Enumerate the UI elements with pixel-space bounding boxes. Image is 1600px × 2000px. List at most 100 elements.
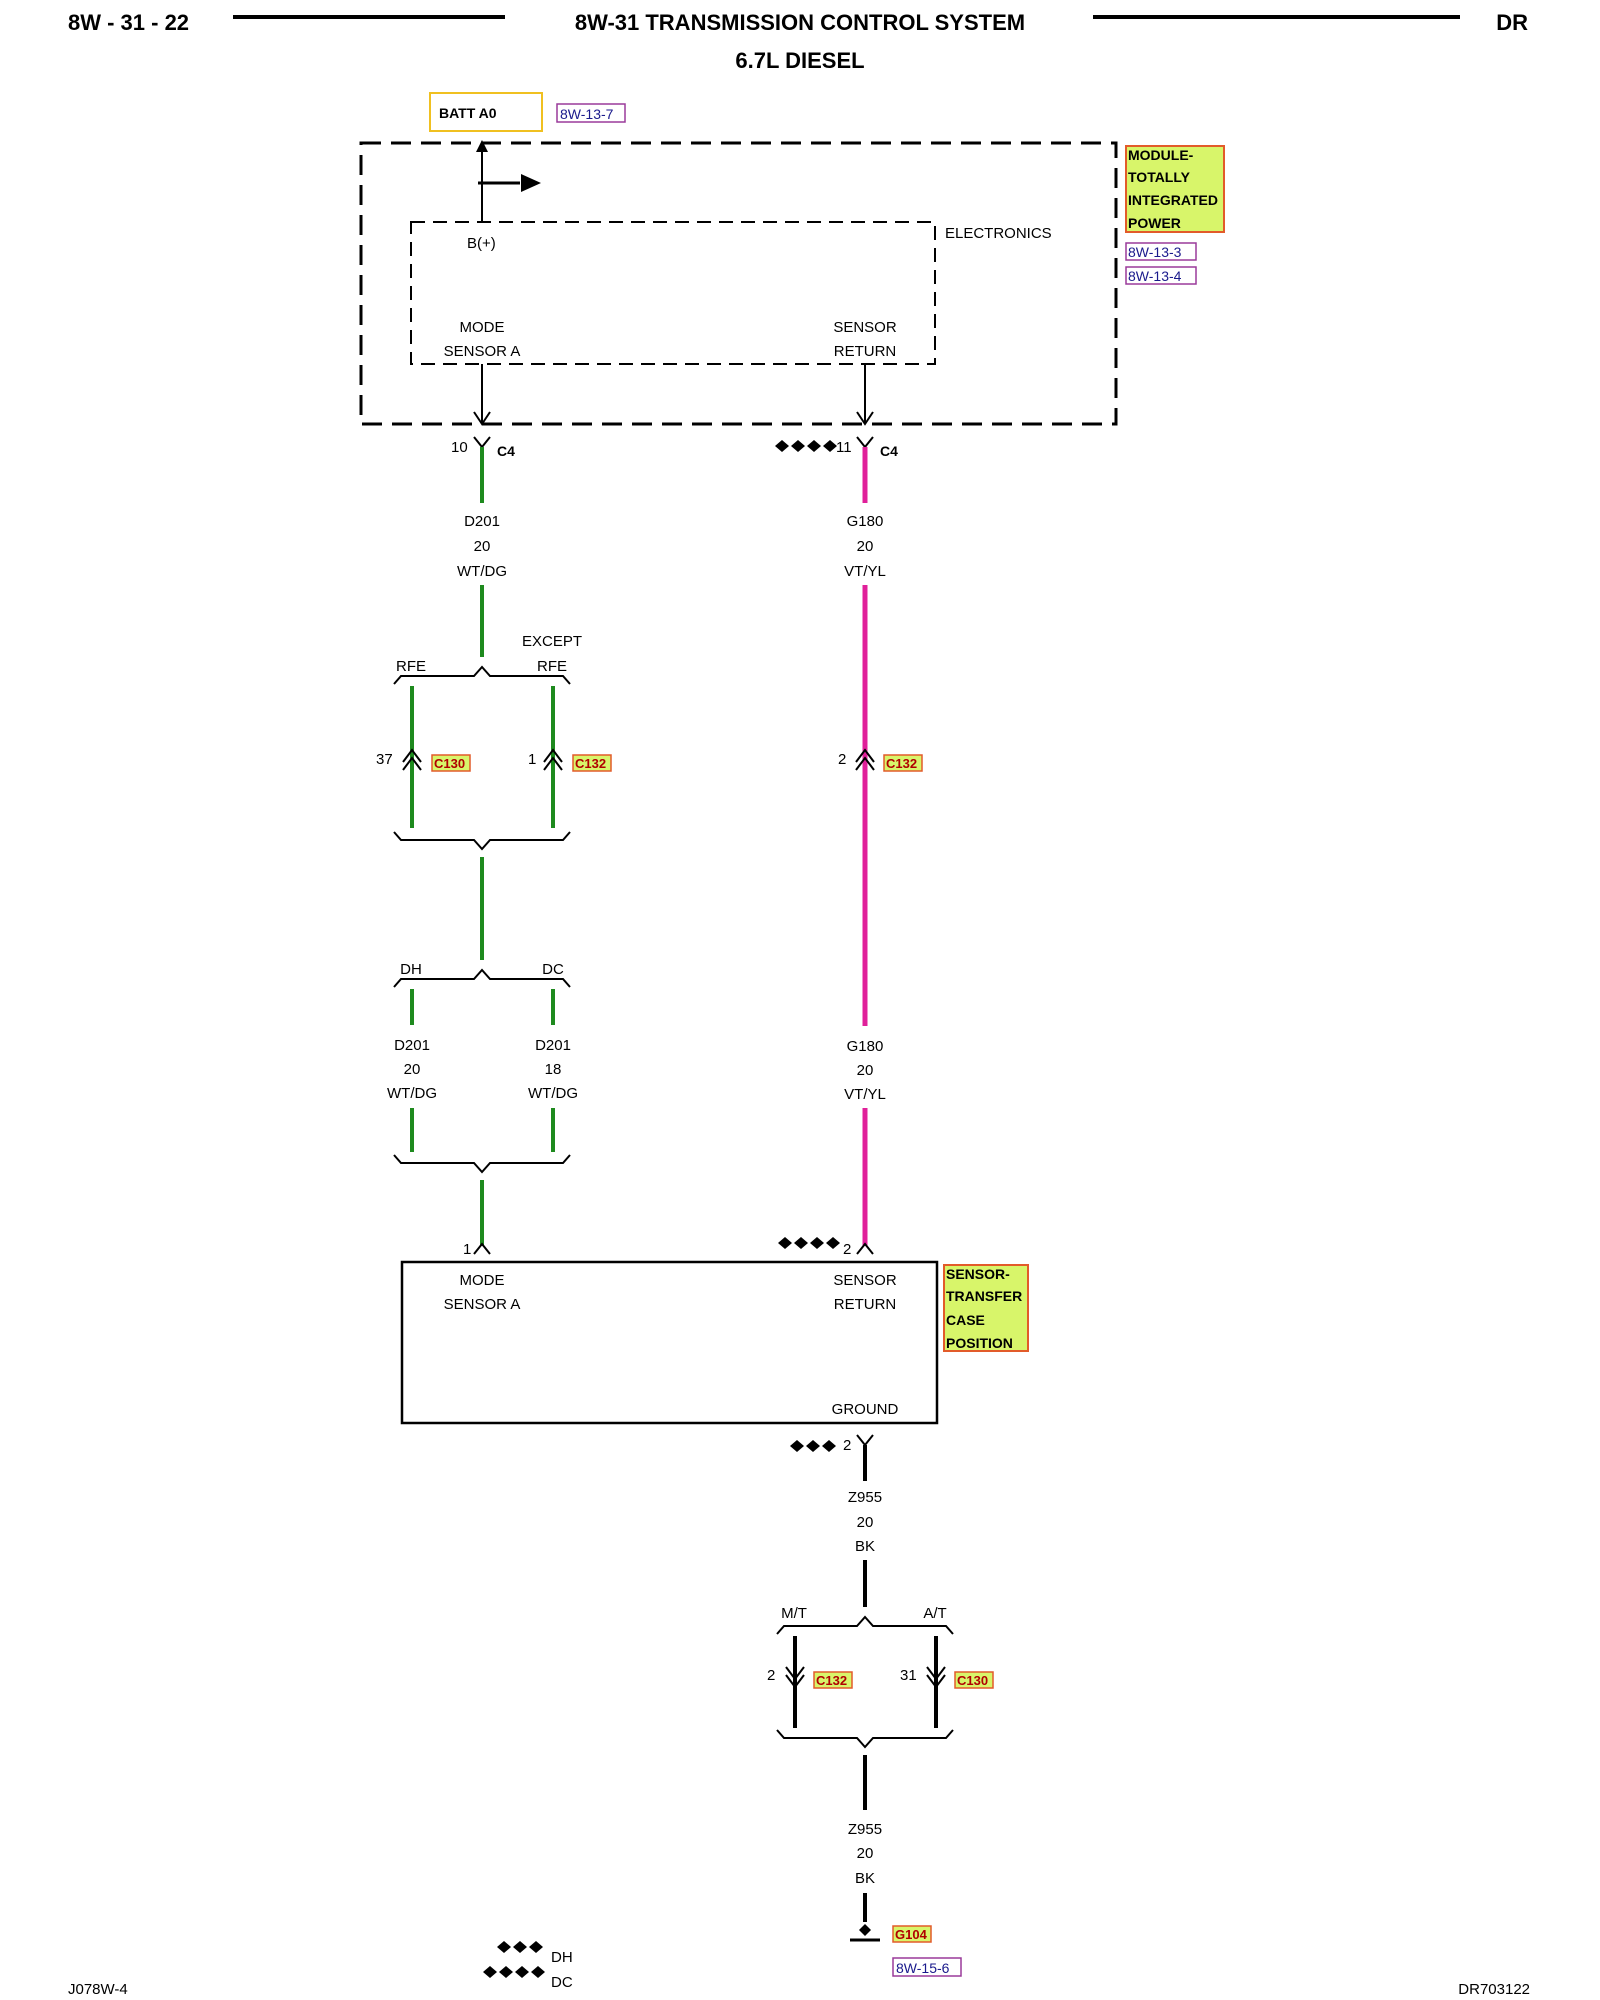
c132-except-symbol-b (543, 756, 563, 771)
tipm-module-outline (359, 141, 1118, 426)
tipm-ref2-link[interactable]: 8W-13-4 (1128, 268, 1182, 284)
sensor-body (400, 1260, 939, 1425)
g180-bottom-circuit: G180 (847, 1038, 884, 1055)
sensor-label-line3: CASE (946, 1312, 985, 1328)
return-out-arrow (856, 411, 874, 426)
d201-dc-circuit: D201 (535, 1037, 571, 1054)
page-title: 8W-31 TRANSMISSION CONTROL SYSTEM (575, 10, 1025, 35)
c130-rfe-pin: 37 (376, 751, 393, 768)
c132-except-symbol-a (543, 748, 563, 763)
dh-label: DH (400, 961, 422, 978)
c132-return-symbol-b (855, 756, 875, 771)
g104-box (892, 1925, 932, 1943)
sensor-pin2-symbol (856, 1242, 874, 1255)
dh-dc-split-bracket (393, 968, 571, 988)
rfe-label: RFE (396, 658, 426, 675)
c130-rfe-symbol-b (402, 756, 422, 771)
tipm-ref1-box[interactable] (1125, 242, 1197, 261)
sensor-label-line1: SENSOR- (946, 1266, 1010, 1282)
sensor-pin1-symbol (473, 1242, 491, 1255)
tipm-ref2-box[interactable] (1125, 266, 1197, 285)
c130-rfe-name: C130 (434, 756, 465, 771)
sensor-ground-label: GROUND (832, 1401, 899, 1418)
g104-label: G104 (895, 1927, 928, 1942)
c130-at-symbol-a (926, 1666, 946, 1681)
c132-mt-pin: 2 (767, 1667, 775, 1684)
sensor-ground-pin-number: 2 (843, 1437, 851, 1454)
c130-rfe-symbol-a (402, 748, 422, 763)
g180-top-color: VT/YL (844, 563, 886, 580)
c130-at-name: C130 (957, 1673, 988, 1688)
tipm-return-label1: SENSOR (833, 319, 897, 336)
d201-top-gauge: 20 (474, 538, 491, 555)
footer-left-code: J078W-4 (68, 1981, 128, 1998)
tipm-ref1-link[interactable]: 8W-13-3 (1128, 244, 1182, 260)
d201-top-color: WT/DG (457, 563, 507, 580)
sensor-mode-label1: MODE (460, 1272, 505, 1289)
dc-label: DC (542, 961, 564, 978)
c4-pin11-number: 11 (836, 439, 852, 456)
c132-return-pin: 2 (838, 751, 846, 768)
c4-label-left: C4 (497, 443, 515, 459)
c132-except-box (572, 754, 612, 772)
g180-bottom-color: VT/YL (844, 1086, 886, 1103)
g180-top-gauge: 20 (857, 538, 874, 555)
rfe-merge-bracket (393, 831, 571, 851)
system-code: DR (1496, 10, 1528, 35)
c132-except-name: C132 (575, 756, 606, 771)
page-subtitle: 6.7L DIESEL (735, 48, 864, 73)
sensor-label-line2: TRANSFER (946, 1288, 1022, 1304)
c132-return-symbol-a (855, 748, 875, 763)
legend-dc-diamonds (483, 1966, 545, 1978)
mode-out-arrow (473, 411, 491, 426)
sensor-return-label1: SENSOR (833, 1272, 897, 1289)
c130-rfe-box (431, 754, 471, 772)
c132-mt-box (813, 1671, 853, 1689)
c130-at-pin: 31 (900, 1667, 917, 1684)
d201-dh-color: WT/DG (387, 1085, 437, 1102)
g104-ref-link[interactable]: 8W-15-6 (896, 1960, 950, 1976)
batt-a0-box (429, 92, 543, 132)
d201-top-circuit: D201 (464, 513, 500, 530)
tipm-return-label2: RETURN (834, 343, 897, 360)
except-rfe-label1: EXCEPT (522, 633, 582, 650)
mt-at-split-bracket (776, 1615, 954, 1635)
batt-ref-box[interactable] (556, 103, 626, 123)
c4-label-right: C4 (880, 443, 898, 459)
electronics-outline (410, 221, 936, 365)
c130-at-box (954, 1671, 994, 1689)
bplus-label: B(+) (467, 235, 496, 252)
bplus-arrow-up (476, 140, 488, 152)
sensor-mode-label2: SENSOR A (444, 1296, 521, 1313)
internal-switch-arrow (521, 174, 541, 192)
c4-pin10-number: 10 (451, 439, 468, 456)
dh-dc-merge-bracket (393, 1154, 571, 1174)
sensor-ground-pin-symbol (856, 1434, 874, 1447)
batt-a0-label: BATT A0 (439, 105, 497, 121)
diamond-markers-ground (790, 1440, 836, 1452)
g104-ref-box[interactable] (892, 1957, 962, 1977)
c4-pin10-symbol (473, 436, 491, 449)
d201-dh-gauge: 20 (404, 1061, 421, 1078)
legend-dh-diamonds (497, 1941, 543, 1953)
diamond-markers-return-top (775, 440, 837, 452)
page-number: 8W - 31 - 22 (68, 10, 189, 35)
mt-label: M/T (781, 1605, 807, 1622)
z955-top-circuit: Z955 (848, 1489, 882, 1506)
z955-bottom-circuit: Z955 (848, 1821, 882, 1838)
g180-bottom-gauge: 20 (857, 1062, 874, 1079)
footer-right-code: DR703122 (1458, 1981, 1530, 1998)
tipm-label-line3: INTEGRATED (1128, 192, 1218, 208)
d201-dc-color: WT/DG (528, 1085, 578, 1102)
electronics-label: ELECTRONICS (945, 225, 1052, 242)
tipm-mode-label2: SENSOR A (444, 343, 521, 360)
legend-dh-label: DH (551, 1949, 573, 1966)
tipm-mode-label1: MODE (460, 319, 505, 336)
c132-mt-name: C132 (816, 1673, 847, 1688)
ground-splice-marker (859, 1924, 871, 1936)
c132-mt-symbol-a (785, 1666, 805, 1681)
z955-bottom-gauge: 20 (857, 1845, 874, 1862)
tipm-label-box (1125, 145, 1225, 233)
batt-ref-link[interactable]: 8W-13-7 (560, 106, 614, 122)
tipm-label-line4: POWER (1128, 215, 1181, 231)
